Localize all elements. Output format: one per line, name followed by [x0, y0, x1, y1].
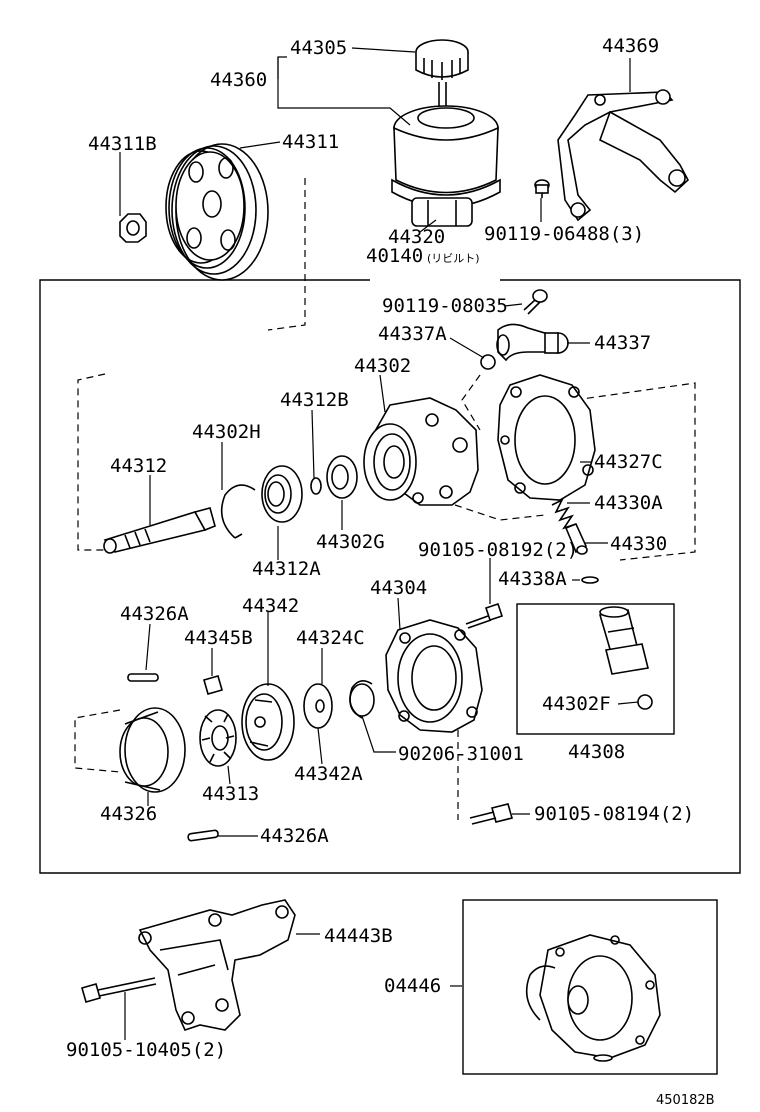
bolt-90105-08194 — [469, 803, 513, 825]
label-40140-note: (リビルト) — [427, 252, 480, 265]
label-44312A: 44312A — [252, 558, 321, 580]
label-44312: 44312 — [110, 455, 167, 477]
reservoir-tank — [391, 105, 501, 227]
label-44369: 44369 — [602, 35, 659, 57]
label-44327C: 44327C — [594, 451, 663, 473]
pulley-nut-44311B — [119, 213, 147, 243]
oil-seal-44302G — [326, 455, 358, 499]
label-44360: 44360 — [210, 69, 267, 91]
label-44338A: 44338A — [498, 568, 567, 590]
label-90206-31001: 90206-31001 — [398, 743, 524, 765]
bolt-90105-10405 — [81, 977, 157, 1003]
label-44302F: 44302F — [542, 693, 611, 715]
ring-44312B — [310, 477, 322, 495]
union-fitting-44337 — [496, 323, 569, 362]
label-44342A: 44342A — [294, 763, 363, 785]
label-90119-06488: 90119-06488(3) — [484, 223, 644, 245]
label-04446: 04446 — [384, 975, 441, 997]
label-44312B: 44312B — [280, 389, 349, 411]
guide-line-rotor — [74, 709, 121, 773]
washer-44324C — [303, 683, 333, 729]
label-44308: 44308 — [568, 741, 625, 763]
label-44320: 44320 — [388, 226, 445, 248]
label-44311: 44311 — [282, 131, 339, 153]
label-44326A-bottom: 44326A — [260, 825, 329, 847]
front-housing-44302 — [363, 397, 479, 506]
label-44345B: 44345B — [184, 627, 253, 649]
o-ring-44338A — [581, 576, 599, 584]
label-44443B: 44443B — [324, 925, 393, 947]
label-90105-10405: 90105-10405(2) — [66, 1039, 226, 1061]
shaft-44312 — [103, 507, 216, 554]
vane-44345B — [203, 675, 223, 695]
label-90105-08194: 90105-08194(2) — [534, 803, 694, 825]
valve-sub-assembly-frame — [516, 603, 675, 735]
reservoir-bracket — [557, 89, 689, 222]
rear-housing-44304 — [385, 619, 483, 733]
pin-44326A-bottom — [187, 829, 219, 842]
guide-line-upper — [267, 178, 306, 331]
plug-44302F — [637, 694, 653, 710]
label-44337: 44337 — [594, 332, 651, 354]
label-44311B: 44311B — [88, 133, 157, 155]
union-bolt-90119-08035 — [523, 289, 548, 315]
gasket-44327C — [497, 374, 596, 501]
pump-assembly-frame — [39, 279, 741, 874]
label-44326A-top: 44326A — [120, 603, 189, 625]
label-44302: 44302 — [354, 355, 411, 377]
reservoir-cap — [415, 39, 469, 108]
bearing-44312A — [261, 465, 303, 523]
rotor-44313 — [199, 709, 237, 767]
label-90119-08035: 90119-08035 — [382, 295, 508, 317]
label-44326: 44326 — [100, 803, 157, 825]
guide-line-right — [574, 382, 696, 561]
label-44304: 44304 — [370, 577, 427, 599]
o-ring-44337A — [480, 354, 496, 370]
spring-44330A — [551, 498, 577, 530]
label-44330: 44330 — [610, 533, 667, 555]
pin-44326A-top — [127, 673, 159, 682]
bracket-bolt-90119-06488 — [534, 179, 550, 198]
guide-line-shaft — [77, 373, 106, 551]
valve-44308 — [598, 606, 649, 675]
pressure-plate-44342 — [241, 683, 295, 761]
snap-ring-44302H — [220, 484, 256, 539]
cam-ring-44326 — [119, 707, 186, 793]
flow-valve-44330 — [564, 522, 588, 555]
pulley-44311 — [165, 143, 269, 281]
label-44313: 44313 — [202, 783, 259, 805]
gasket-kit-04446 — [525, 934, 661, 1062]
label-90105-08192: 90105-08192(2) — [418, 539, 578, 561]
label-44330A: 44330A — [594, 492, 663, 514]
bolt-90105-08192 — [465, 602, 504, 629]
label-44302G: 44302G — [316, 531, 385, 553]
label-40140: 40140 — [366, 245, 423, 267]
label-44337A: 44337A — [378, 323, 447, 345]
diagram-id: 450182B — [656, 1093, 715, 1108]
snap-ring-90206-31001 — [349, 680, 375, 719]
label-44302H: 44302H — [192, 421, 261, 443]
mounting-bracket-44443B — [138, 899, 296, 1031]
gasket-kit-frame — [462, 899, 718, 1075]
guide-line-fitting — [461, 374, 481, 431]
label-44324C: 44324C — [296, 627, 365, 649]
leader-lines — [119, 47, 639, 1040]
label-44305: 44305 — [290, 37, 347, 59]
guide-line-housing — [454, 504, 546, 521]
label-44342: 44342 — [242, 595, 299, 617]
